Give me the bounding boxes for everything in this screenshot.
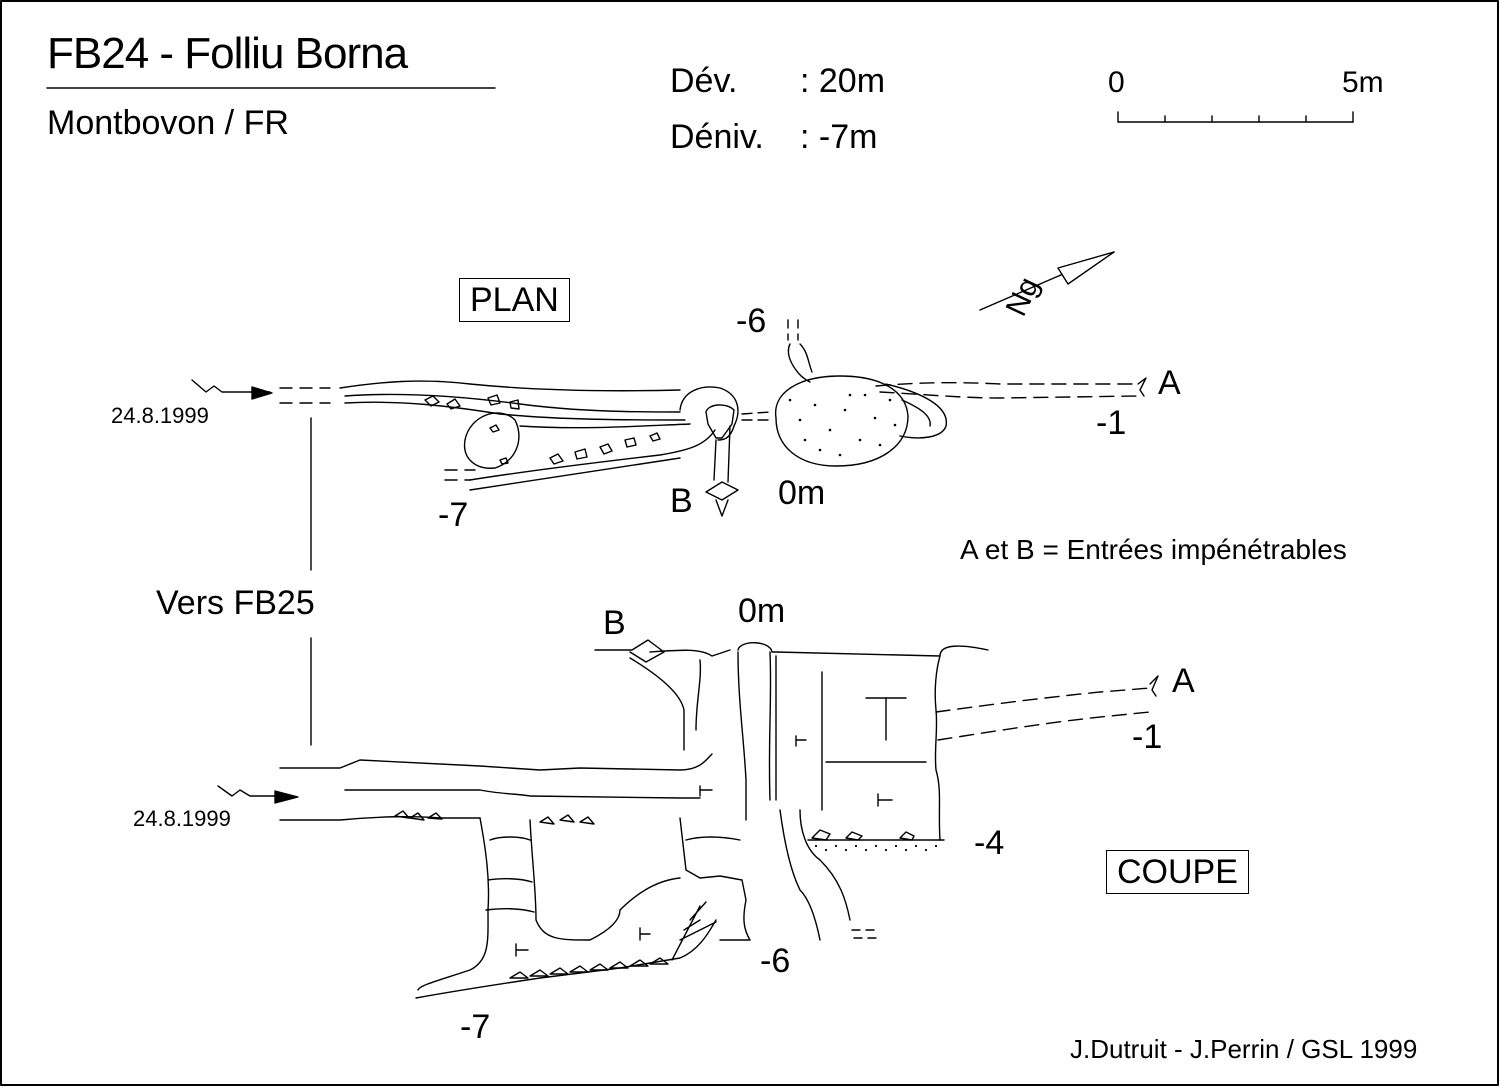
link-label: Vers FB25 (156, 584, 315, 622)
section-depth-minus4: -4 (974, 824, 1005, 862)
section-depth-minus6: -6 (760, 942, 791, 980)
plan-date: 24.8.1999 (111, 403, 209, 428)
plan-title: PLAN (459, 278, 570, 322)
denivelation-label: Déniv. (670, 118, 764, 156)
legend-note: A et B = Entrées impénétrables (960, 534, 1347, 565)
section-depth-minus1: -1 (1132, 718, 1163, 756)
plan-depth-minus6: -6 (736, 302, 767, 340)
plan-depth-minus1: -1 (1096, 404, 1127, 442)
section-view-drawing (217, 639, 1159, 999)
plan-entrance-a: A (1158, 364, 1181, 402)
development-value: : 20m (800, 62, 886, 100)
section-floor-stipple (814, 844, 938, 852)
scale-end-label: 5m (1342, 66, 1384, 99)
section-date: 24.8.1999 (133, 806, 231, 831)
plan-depth-0: 0m (778, 474, 826, 512)
scale-bar-graphic (1117, 111, 1354, 123)
development-label: Dév. (670, 62, 738, 100)
plan-chamber-stipple (788, 393, 897, 457)
section-title: COUPE (1106, 850, 1249, 894)
denivelation-value: : -7m (800, 118, 878, 156)
section-depth-0: 0m (738, 592, 786, 630)
section-entrance-a: A (1172, 662, 1195, 700)
plan-entrance-b: B (670, 482, 693, 520)
north-arrow-icon (979, 251, 1115, 311)
section-entrance-b: B (603, 604, 626, 642)
credits: J.Dutruit - J.Perrin / GSL 1999 (1070, 1034, 1418, 1064)
plan-view-drawing (191, 319, 1147, 517)
scale-start-label: 0 (1108, 66, 1125, 99)
location-label: Montbovon / FR (47, 104, 289, 142)
section-depth-minus7: -7 (460, 1008, 491, 1046)
plan-depth-minus7: -7 (438, 496, 469, 534)
page-title: FB24 - Folliu Borna (47, 29, 408, 78)
